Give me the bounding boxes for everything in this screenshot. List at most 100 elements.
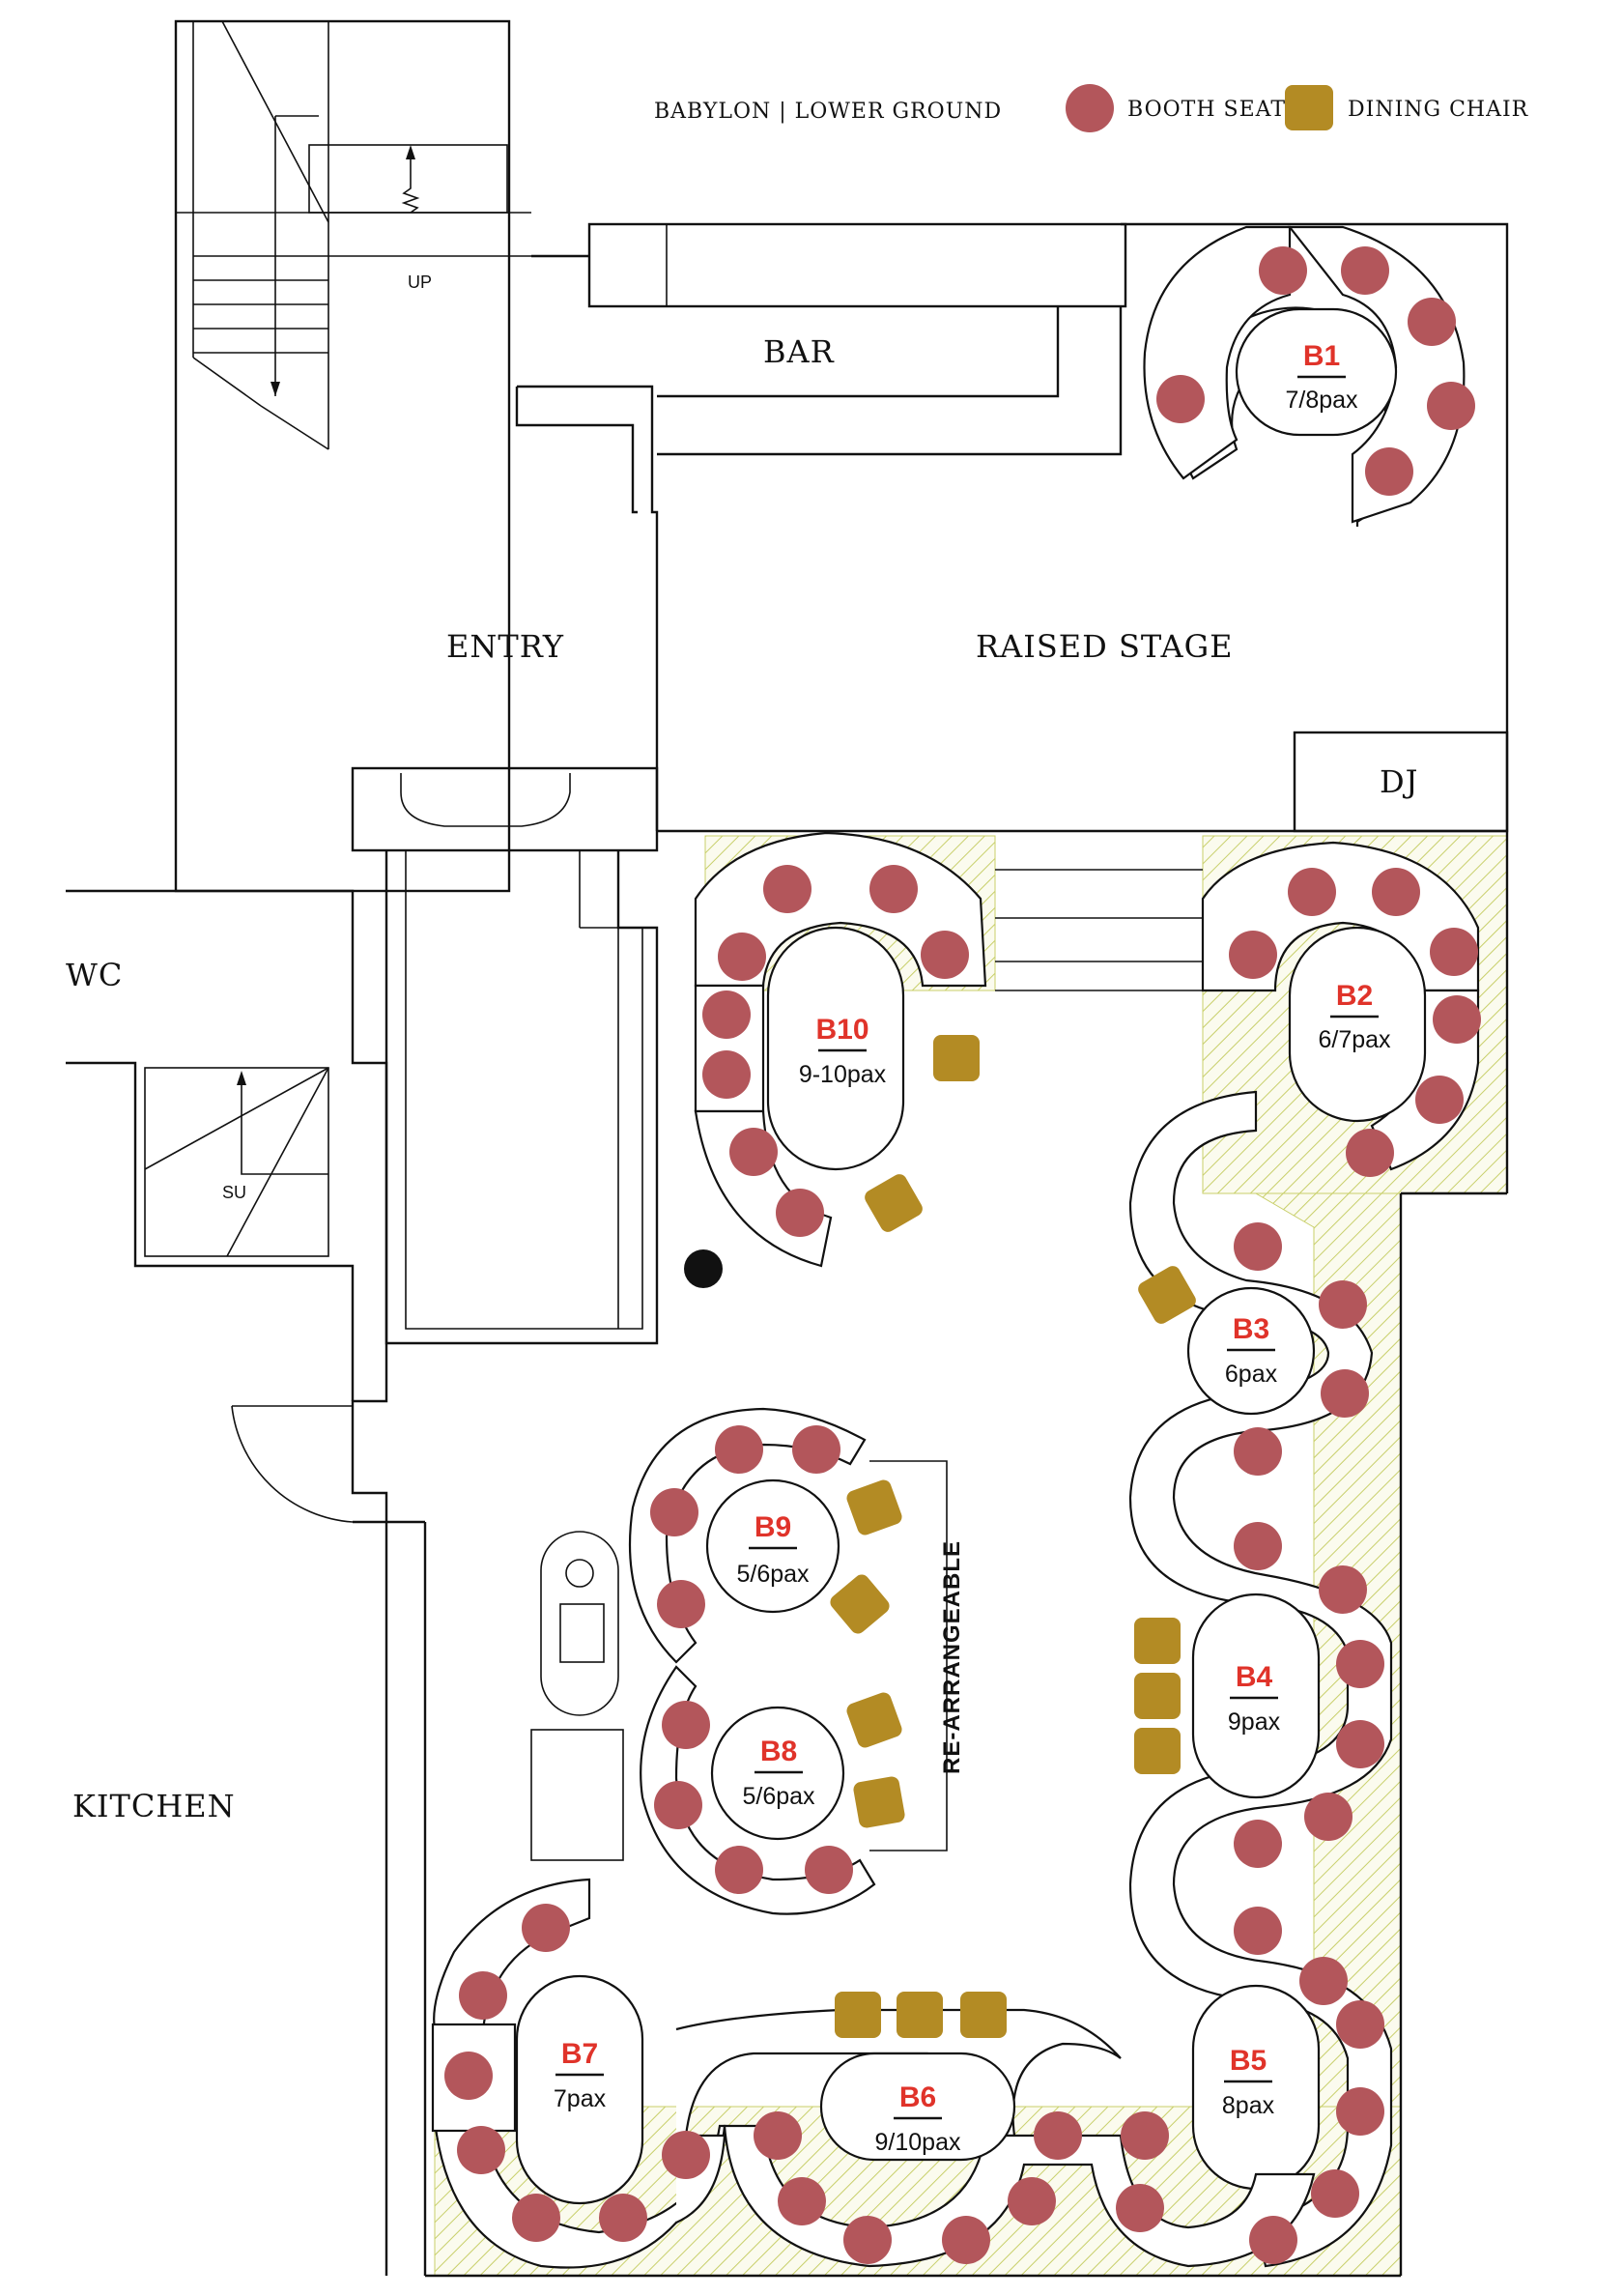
booth-seat	[1034, 2111, 1082, 2160]
booth-seat	[1121, 2111, 1169, 2160]
booth-seat	[1259, 246, 1307, 295]
stair-label-su: SU	[222, 1183, 246, 1202]
booth-b1-name: B1	[1303, 340, 1340, 372]
booth-seat	[702, 990, 751, 1039]
booth-seat	[1433, 995, 1481, 1044]
dining-chair	[830, 1574, 890, 1634]
room-label-raised-stage: RAISED STAGE	[976, 628, 1234, 665]
booth-seat	[1336, 1640, 1384, 1688]
booth-seat	[729, 1128, 778, 1176]
booth-b9-capacity: 5/6pax	[736, 1561, 810, 1588]
booth-seat	[1229, 931, 1277, 979]
booth-seat	[662, 2131, 710, 2179]
booth-seat	[1336, 2087, 1384, 2136]
booth-b3[interactable]: B3 6pax	[1225, 1313, 1278, 1388]
dining-chair	[1138, 1266, 1196, 1324]
booth-seat	[1234, 1222, 1282, 1271]
room-label-dj: DJ	[1380, 763, 1418, 800]
booth-b10-capacity: 9-10pax	[799, 1061, 887, 1088]
booth-seat	[1008, 2177, 1056, 2225]
booth-b4-name: B4	[1236, 1661, 1273, 1693]
legend-booth-seat-label: BOOTH SEAT	[1127, 98, 1286, 122]
room-labels: BAR ENTRY RAISED STAGE DJ WC KITCHEN UP …	[66, 273, 1418, 1824]
plan-title: BABYLON | LOWER GROUND	[654, 100, 1002, 124]
booth-seat	[1319, 1280, 1367, 1329]
booth-seat	[1427, 382, 1475, 430]
booth-seat	[1346, 1129, 1394, 1177]
booth-b3-name: B3	[1233, 1313, 1269, 1345]
booth-seat	[805, 1846, 853, 1894]
dining-chair	[897, 1992, 943, 2038]
dining-chair	[835, 1992, 881, 2038]
booth-seat	[1336, 1720, 1384, 1768]
booth-seat	[921, 931, 969, 979]
booth-seat	[1341, 246, 1389, 295]
stair-label-up: UP	[408, 273, 432, 292]
dining-chair	[933, 1035, 980, 1081]
booth-seat	[522, 1904, 570, 1952]
booth-seat	[715, 1846, 763, 1894]
booth-b2-capacity: 6/7pax	[1318, 1026, 1391, 1053]
booth-seat	[1288, 868, 1336, 916]
booth-b5-name: B5	[1230, 2045, 1267, 2077]
booth-b7[interactable]: B7 7pax	[554, 2038, 607, 2112]
booth-seat	[1430, 928, 1478, 976]
booth-seat	[1234, 1427, 1282, 1476]
dining-chair	[960, 1992, 1007, 2038]
booth-seat	[1299, 1957, 1348, 2005]
booth-b10-name: B10	[815, 1014, 868, 1046]
booth-b1[interactable]: B1 7/8pax	[1285, 340, 1358, 414]
booth-seat	[1408, 298, 1456, 346]
booth-seat	[650, 1488, 698, 1536]
booth-b5[interactable]: B5 8pax	[1222, 2045, 1275, 2119]
pillar	[684, 1249, 723, 1288]
booth-b6[interactable]: B6 9/10pax	[875, 2081, 961, 2156]
dining-chair	[1134, 1673, 1181, 1719]
booth-seat	[654, 1781, 702, 1829]
booth-b9-name: B9	[755, 1511, 791, 1543]
dining-chair	[1134, 1728, 1181, 1774]
room-label-entry: ENTRY	[446, 628, 564, 665]
room-label-kitchen: KITCHEN	[72, 1788, 236, 1824]
dining-chair	[865, 1174, 923, 1232]
booth-b8-name: B8	[760, 1736, 797, 1767]
dining-chair	[846, 1479, 902, 1535]
booth-b2[interactable]: B2 6/7pax	[1318, 980, 1391, 1053]
booth-seat	[718, 933, 766, 981]
dining-chair	[846, 1692, 902, 1748]
dining-chair	[853, 1776, 905, 1828]
booth-seat	[1156, 375, 1205, 423]
booth-b10[interactable]: B10 9-10pax	[799, 1014, 887, 1088]
walls	[66, 19, 1509, 2278]
booth-seat	[512, 2194, 560, 2242]
legend-dining-chair-swatch	[1285, 85, 1333, 130]
booth-seat	[1415, 1076, 1464, 1124]
booth-seat	[662, 1701, 710, 1749]
booth-seat	[1234, 1522, 1282, 1570]
booth-b8-capacity: 5/6pax	[742, 1783, 815, 1810]
legend: BABYLON | LOWER GROUND BOOTH SEAT DINING…	[654, 84, 1528, 132]
rearrangeable-note: RE-ARRANGEABLE	[939, 1540, 965, 1774]
booth-b4[interactable]: B4 9pax	[1228, 1661, 1281, 1736]
booth-seat	[1336, 2000, 1384, 2049]
booth-seat	[702, 1050, 751, 1099]
booth-b7-name: B7	[561, 2038, 598, 2070]
booth-seat	[459, 1971, 507, 2020]
booth-seat	[776, 1189, 824, 1237]
booth-labels: B1 7/8pax B2 6/7pax B3 6pax B4 9pax B5 8…	[554, 340, 1391, 2156]
booth-b1-capacity: 7/8pax	[1285, 387, 1358, 414]
booth-seat	[657, 1580, 705, 1628]
booth-seat	[1234, 1820, 1282, 1868]
booth-seat	[869, 865, 918, 913]
dining-chair	[1134, 1618, 1181, 1664]
booth-b8[interactable]: B8 5/6pax	[742, 1736, 815, 1810]
seat-layer	[444, 246, 1481, 2264]
booth-seat	[1321, 1369, 1369, 1418]
booth-seat	[715, 1425, 763, 1474]
booth-seat	[1234, 1907, 1282, 1955]
booth-b9[interactable]: B9 5/6pax	[736, 1511, 810, 1588]
booth-seat	[1319, 1565, 1367, 1614]
room-label-wc: WC	[66, 957, 123, 993]
booth-seat	[1249, 2216, 1297, 2264]
